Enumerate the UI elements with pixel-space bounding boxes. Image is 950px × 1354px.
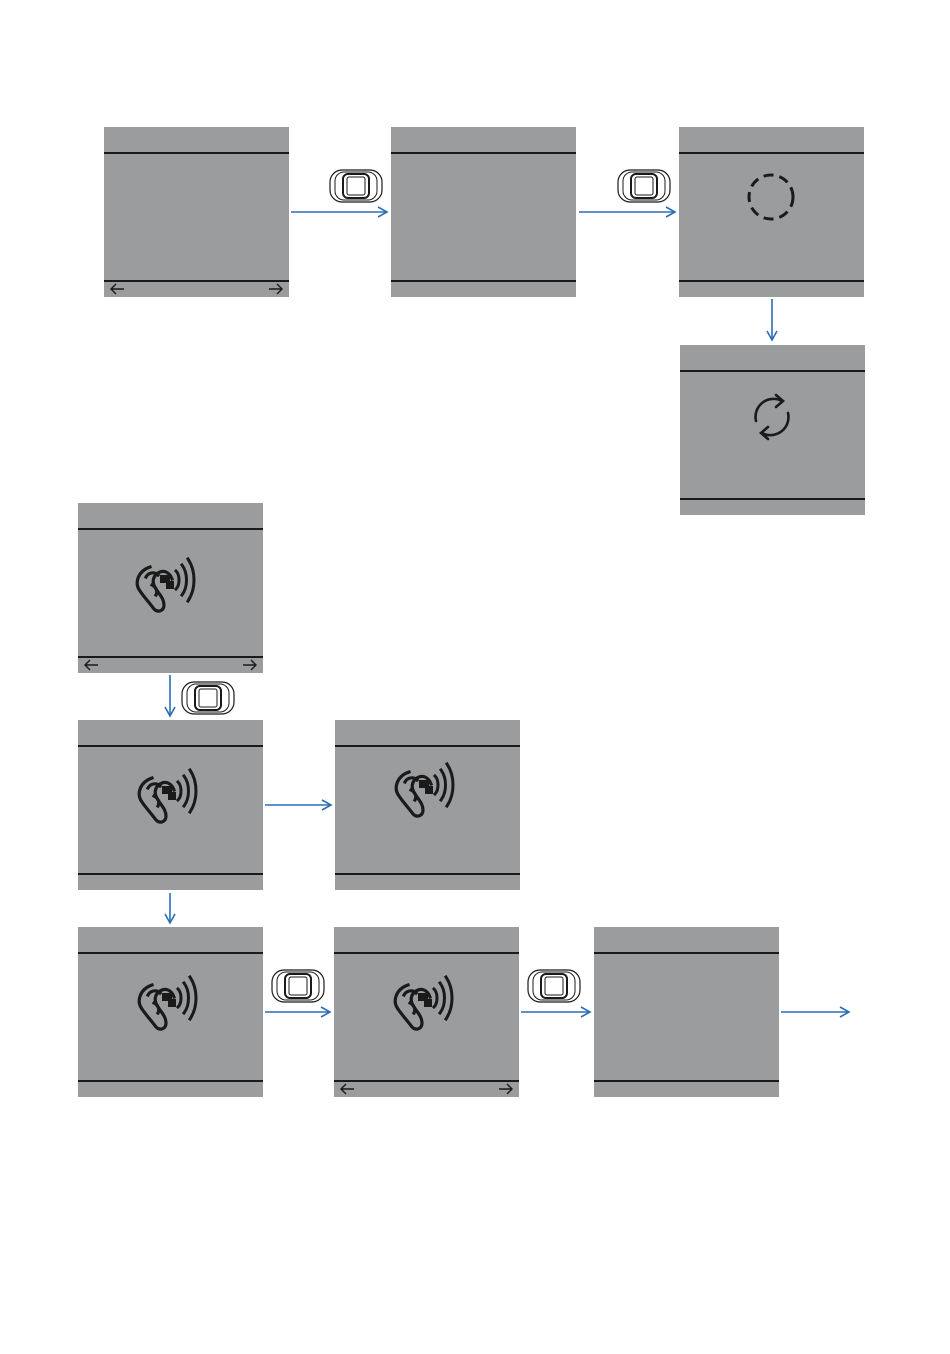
screen-4 <box>680 345 865 515</box>
ear-sound-icon <box>130 549 210 613</box>
refresh-icon <box>746 391 798 443</box>
hardware-button-icon <box>527 968 581 1004</box>
screen-3 <box>679 127 864 297</box>
screen-7 <box>335 720 520 890</box>
screen-top-bar <box>679 152 864 154</box>
right-arrow-icon <box>267 281 285 297</box>
screen-top-bar <box>335 745 520 747</box>
screen-10 <box>594 927 779 1097</box>
ear-sound-icon <box>389 754 469 818</box>
right-arrow-icon <box>497 1081 515 1097</box>
screen-5 <box>78 503 263 673</box>
screen-top-bar <box>334 952 519 954</box>
screen-bottom-bar <box>334 1080 519 1082</box>
screen-top-bar <box>78 952 263 954</box>
ear-sound-icon <box>132 760 212 824</box>
screen-top-bar <box>104 152 289 154</box>
screen-bottom-bar <box>78 873 263 875</box>
screen-bottom-bar <box>594 1080 779 1082</box>
screen-1 <box>104 127 289 297</box>
screen-2 <box>391 127 576 297</box>
ear-sound-icon <box>388 967 468 1031</box>
screen-8 <box>78 927 263 1097</box>
screen-top-bar <box>78 745 263 747</box>
hardware-button-icon <box>181 680 235 716</box>
left-arrow-icon <box>338 1081 356 1097</box>
screen-top-bar <box>78 528 263 530</box>
screen-top-bar <box>391 152 576 154</box>
right-arrow-icon <box>241 657 259 673</box>
hardware-button-icon <box>617 168 671 204</box>
hardware-button-icon <box>329 168 383 204</box>
screen-top-bar <box>680 370 865 372</box>
screen-bottom-bar <box>78 656 263 658</box>
hardware-button-icon <box>271 968 325 1004</box>
screen-9 <box>334 927 519 1097</box>
ear-sound-icon <box>132 967 212 1031</box>
screen-bottom-bar <box>335 873 520 875</box>
left-arrow-icon <box>108 281 126 297</box>
screen-top-bar <box>594 952 779 954</box>
screen-bottom-bar <box>104 280 289 282</box>
screen-bottom-bar <box>78 1080 263 1082</box>
screen-bottom-bar <box>680 498 865 500</box>
screen-bottom-bar <box>679 280 864 282</box>
dashed-circle-icon <box>743 171 799 223</box>
screen-bottom-bar <box>391 280 576 282</box>
screen-6 <box>78 720 263 890</box>
left-arrow-icon <box>82 657 100 673</box>
